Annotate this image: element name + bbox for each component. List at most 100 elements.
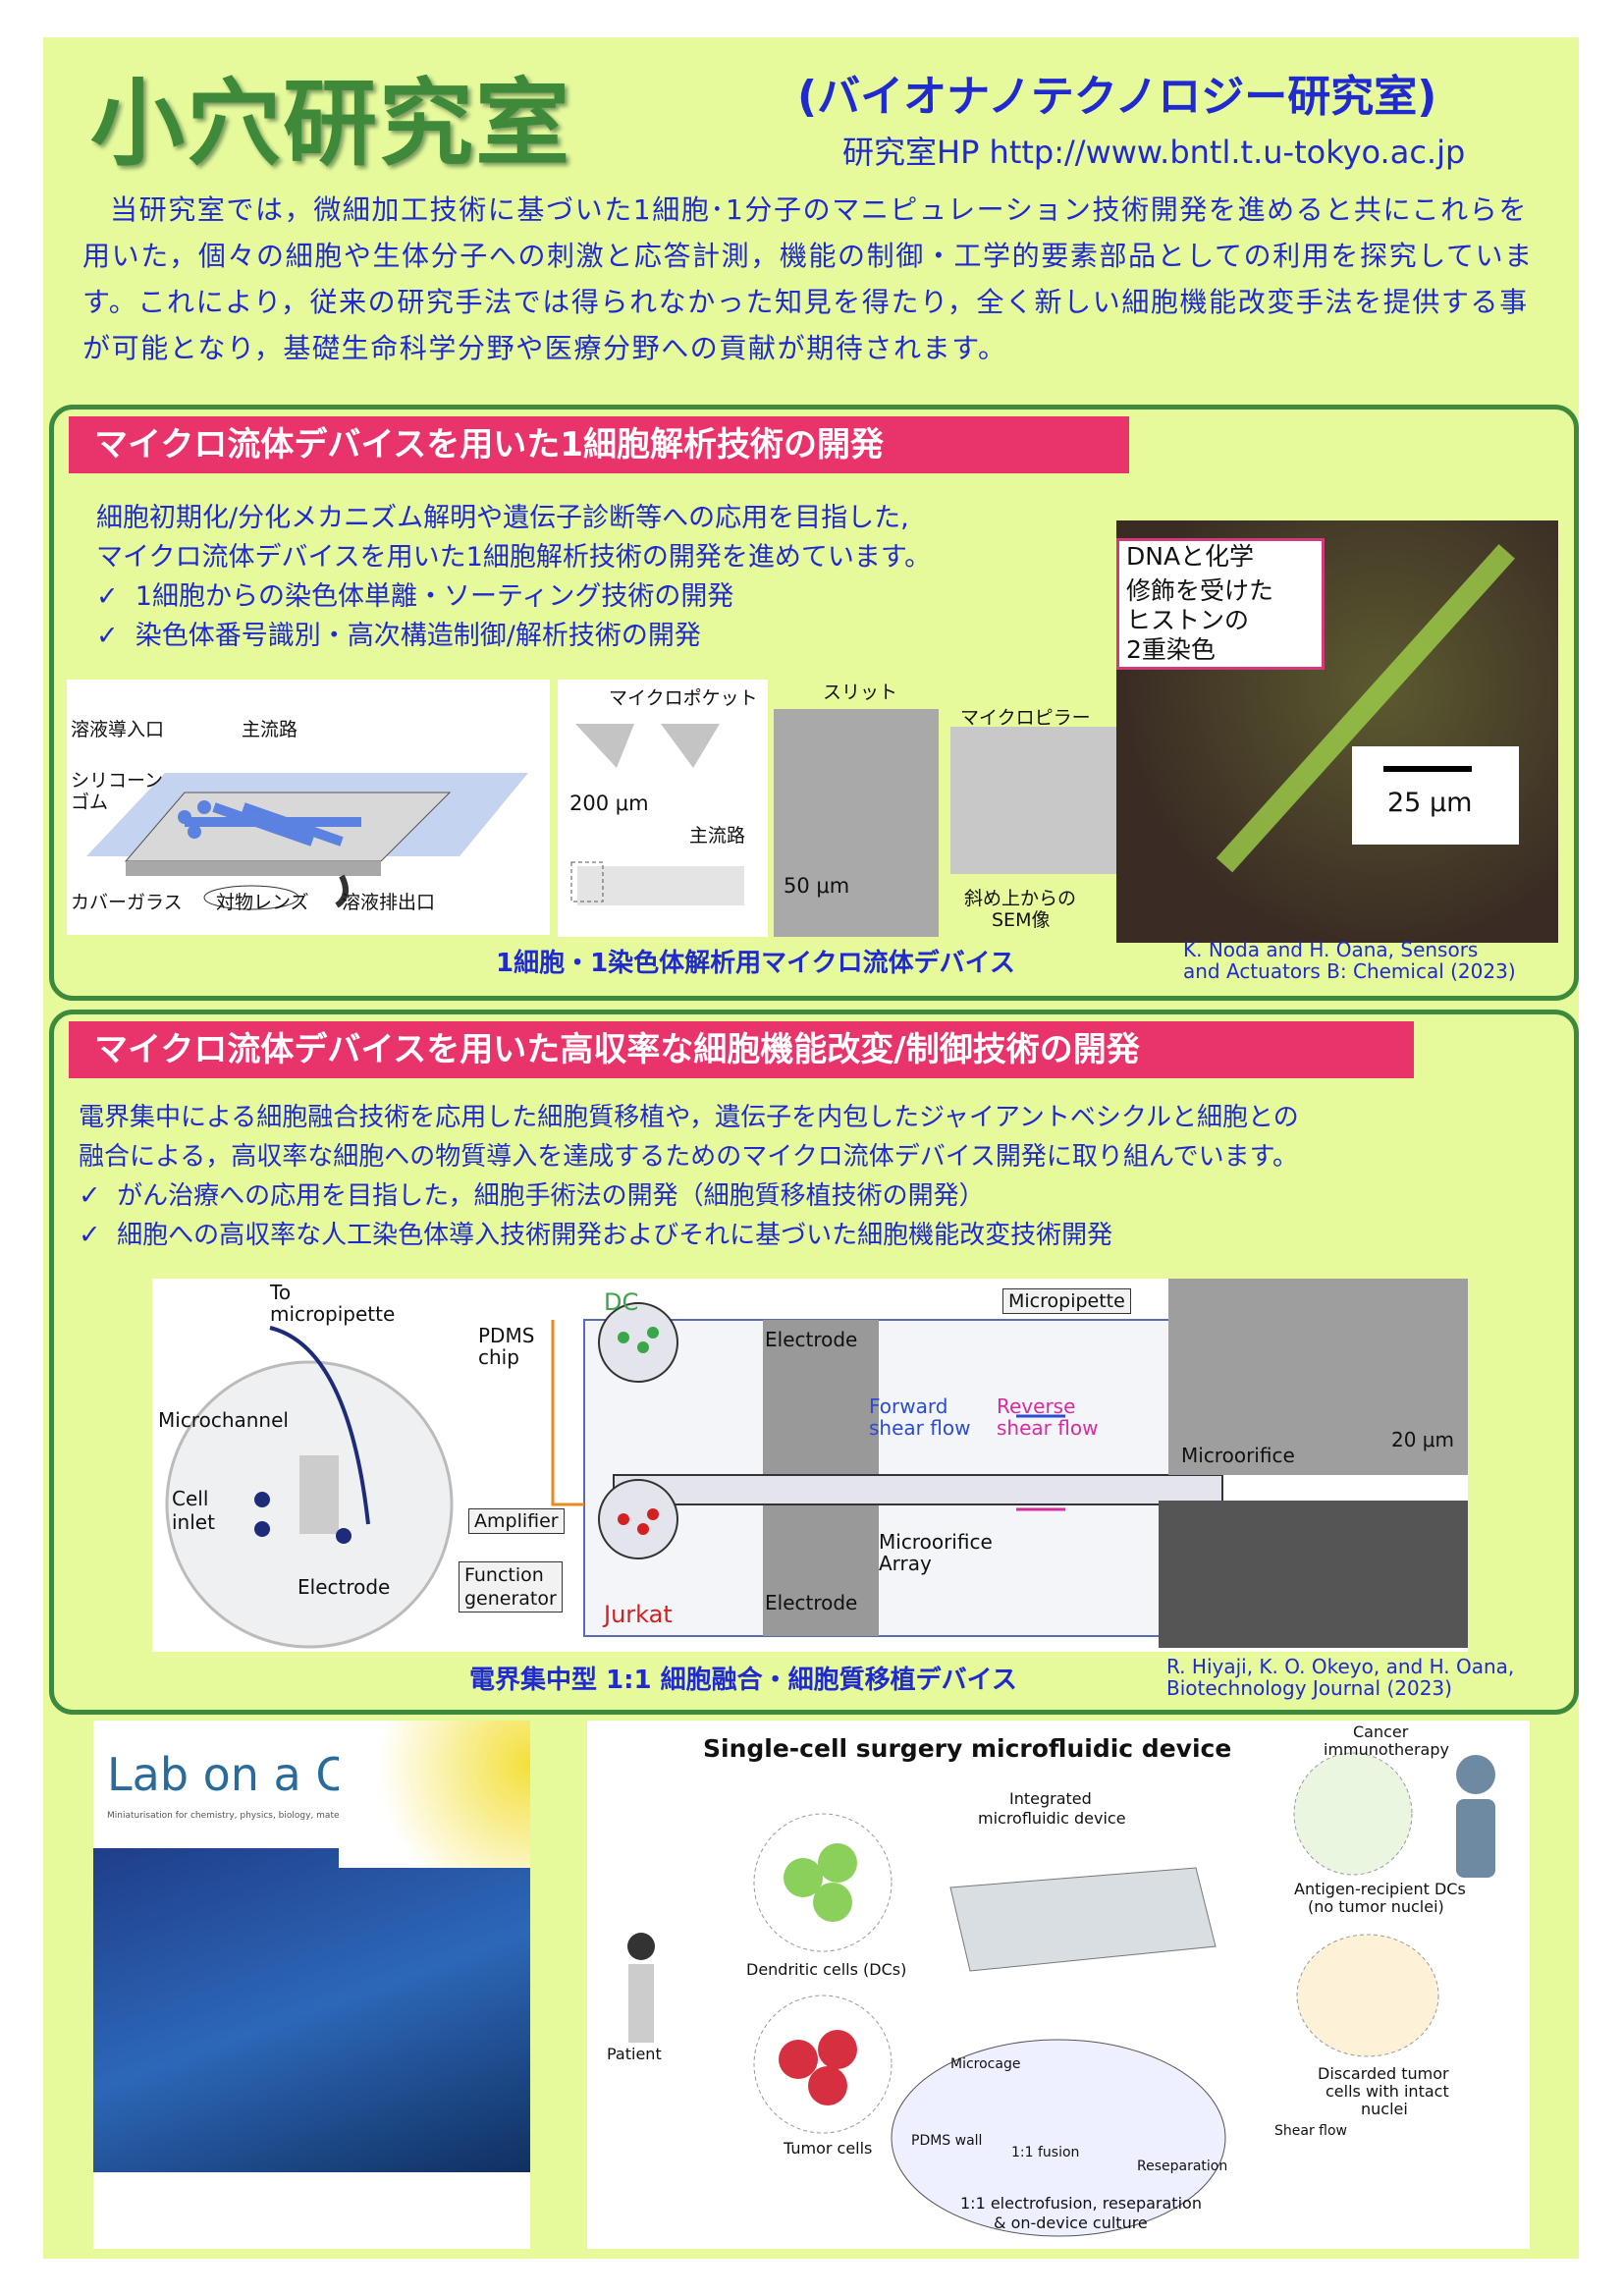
cover-artwork [93, 1848, 530, 2172]
label-to: To [270, 1281, 292, 1304]
label-electrode-photo: Electrode [298, 1575, 391, 1599]
section2-reference: R. Hiyaji, K. O. Okeyo, and H. Oana, Bio… [1166, 1655, 1515, 1700]
section2-line: 電界集中による細胞融合技術を応用した細胞質移植や，遺伝子を内包したジャイアントベ… [79, 1103, 1299, 1132]
micropillar-sem-image [950, 727, 1123, 874]
label-main-channel-2: 主流路 [689, 825, 746, 847]
label-jurkat: Jurkat [604, 1601, 673, 1628]
section1-line: 細胞初期化/分化メカニズム解明や遺伝子診断等への応用を目指した, [96, 503, 909, 533]
label-dna-4: 2重染色 [1126, 635, 1216, 664]
scale-20um: 20 μm [1391, 1428, 1455, 1451]
label-forward: Forward [869, 1394, 948, 1418]
lab-homepage-link[interactable]: 研究室HP http://www.bntl.t.u-tokyo.ac.jp [842, 134, 1466, 171]
label-amplifier: Amplifier [468, 1508, 565, 1534]
label-cell: Cell [172, 1487, 209, 1510]
label-inlet: 溶液導入口 [71, 719, 165, 740]
checkmark-icon: ✓ [79, 1220, 101, 1250]
label-micropocket: マイクロポケット [609, 687, 758, 709]
label-dna-3: ヒストンの [1126, 606, 1250, 634]
label-no-tumor-nuclei: (no tumor nuclei) [1308, 1897, 1444, 1916]
label-slit: スリット [823, 682, 898, 703]
schematic-title: Single-cell surgery microfluidic device [703, 1734, 1232, 1763]
label-pdms-wall: PDMS wall [911, 2133, 983, 2149]
section2-bullet: ✓ がん治療への応用を目指した，細胞手術法の開発（細胞質移植技術の開発） [79, 1180, 985, 1211]
section1-reference: K. Noda and H. Oana, Sensors and Actuato… [1183, 938, 1516, 983]
scale-bar [1383, 766, 1472, 772]
section1-line: マイクロ流体デバイスを用いた1細胞解析技術の開発を進めています。 [96, 542, 932, 573]
label-reverse-shear: shear flow [997, 1416, 1099, 1440]
label-dendritic-cells: Dendritic cells (DCs) [746, 1960, 907, 1979]
label-microorifice-array-2: Array [879, 1552, 932, 1575]
section1-heading: マイクロ流体デバイスを用いた1細胞解析技術の開発 [69, 416, 1129, 473]
device-schematic-svg [86, 773, 528, 910]
label-electrode-bottom: Electrode [765, 1591, 858, 1614]
label-integrated: Integrated [1009, 1789, 1092, 1808]
intro-paragraph: 当研究室では，微細加工技術に基づいた1細胞･1分子のマニピュレーション技術開発を… [82, 193, 1534, 364]
label-reverse: Reverse [997, 1394, 1076, 1418]
label-nuclei: nuclei [1361, 2100, 1408, 2118]
label-main-channel: 主流路 [242, 719, 298, 740]
label-forward-shear: shear flow [869, 1416, 971, 1440]
label-silicone: シリコーン [71, 770, 164, 792]
lab-title: 小穴研究室 [90, 69, 571, 179]
single-cell-surgery-schematic: Single-cell surgery microfluidic device … [587, 1721, 1530, 2249]
device-diagram: 溶液導入口 主流路 シリコーン ゴム カバーガラス 対物レンズ 溶液排出口 [67, 680, 550, 935]
section2-text: 電界集中による細胞融合技術を応用した細胞質移植や，遺伝子を内包したジャイアントベ… [79, 1098, 1551, 1255]
label-microorifice-array-1: Microorifice [879, 1530, 993, 1554]
label-dna-2: 修飾を受けた [1126, 576, 1274, 605]
micropocket-image: マイクロポケット 200 μm 主流路 [558, 680, 768, 937]
label-reseparation: Reseparation [1137, 2159, 1228, 2174]
scale-50um: 50 μm [784, 874, 850, 898]
label-microfluidic-device: microfluidic device [978, 1809, 1126, 1828]
fusion-device-figure: To micropipette Microchannel Cell inlet … [152, 1279, 1468, 1652]
section1-text: 細胞初期化/分化メカニズム解明や遺伝子診断等への応用を目指した, マイクロ流体デ… [96, 499, 1127, 656]
label-microcage: Microcage [950, 2056, 1021, 2072]
section1-bullet: ✓ 染色体番号識別・高次構造制御/解析技術の開発 [96, 621, 701, 651]
scale-200um: 200 μm [569, 792, 649, 815]
label-electrode-top: Electrode [765, 1328, 858, 1351]
label-pdms: PDMS [478, 1324, 535, 1347]
schematic-svg [627, 1752, 1495, 2237]
label-to-micropipette: micropipette [270, 1302, 396, 1326]
label-patient: Patient [607, 2045, 662, 2063]
label-sem-1: 斜め上からの [964, 888, 1077, 909]
label-objective: 対物レンズ [216, 892, 309, 913]
label-microorifice: Microorifice [1181, 1444, 1295, 1467]
label-tumor-cells: Tumor cells [784, 2139, 873, 2158]
lab-subtitle: (バイオナノテクノロジー研究室) [797, 72, 1437, 122]
label-electrofusion: 1:1 electrofusion, reseparation [960, 2194, 1202, 2213]
checkmark-icon: ✓ [96, 621, 119, 651]
label-immunotherapy: immunotherapy [1324, 1740, 1449, 1759]
fusion-device-svg [165, 1279, 1468, 1649]
label-dna-1: DNAと化学 [1126, 542, 1255, 571]
label-antigen-recipient: Antigen-recipient DCs [1294, 1880, 1466, 1898]
section2-line: 融合による，高収率な細胞への物質導入を達成するためのマイクロ流体デバイス開発に取… [79, 1142, 1299, 1172]
label-cancer: Cancer [1353, 1722, 1409, 1741]
lab-on-a-chip-cover: Lab on a Chip Miniaturisation for chemis… [93, 1721, 530, 2249]
label-inlet: inlet [172, 1510, 215, 1534]
section2-heading: マイクロ流体デバイスを用いた高収率な細胞機能改変/制御技術の開発 [69, 1021, 1414, 1078]
section1-caption: 1細胞・1染色体解析用マイクロ流体デバイス [496, 949, 1015, 978]
label-rubber: ゴム [71, 792, 109, 813]
label-microchannel: Microchannel [158, 1408, 289, 1432]
section2-caption: 電界集中型 1:1 細胞融合・細胞質移植デバイス [469, 1666, 1017, 1695]
label-dc: DC [604, 1288, 639, 1316]
fluorescence-image: DNAと化学 修飾を受けた ヒストンの 2重染色 25 μm [1116, 520, 1558, 943]
section1-bullet: ✓ 1細胞からの染色体単離・ソーティング技術の開発 [96, 581, 734, 612]
cover-tagline: Miniaturisation for chemistry, physics, … [107, 1811, 483, 1821]
label-on-device-culture: & on-device culture [994, 2214, 1148, 2232]
label-fusion: 1:1 fusion [1011, 2145, 1080, 2160]
label-shear-flow: Shear flow [1274, 2123, 1347, 2139]
label-cover-glass: カバーガラス [71, 892, 183, 913]
label-intact: cells with intact [1325, 2082, 1449, 2101]
micropocket-svg [570, 724, 744, 905]
section2-bullet: ✓ 細胞への高収率な人工染色体導入技術開発およびそれに基づいた細胞機能改変技術開… [79, 1220, 1113, 1250]
checkmark-icon: ✓ [79, 1180, 101, 1211]
cover-decoration [339, 1721, 530, 1868]
label-pdms-chip: chip [478, 1345, 519, 1369]
slit-sem-image: 50 μm [774, 709, 939, 937]
label-discarded: Discarded tumor [1318, 2064, 1449, 2083]
checkmark-icon: ✓ [96, 581, 119, 612]
label-micropillar: マイクロピラー [960, 707, 1091, 729]
label-outlet: 溶液排出口 [342, 892, 436, 913]
